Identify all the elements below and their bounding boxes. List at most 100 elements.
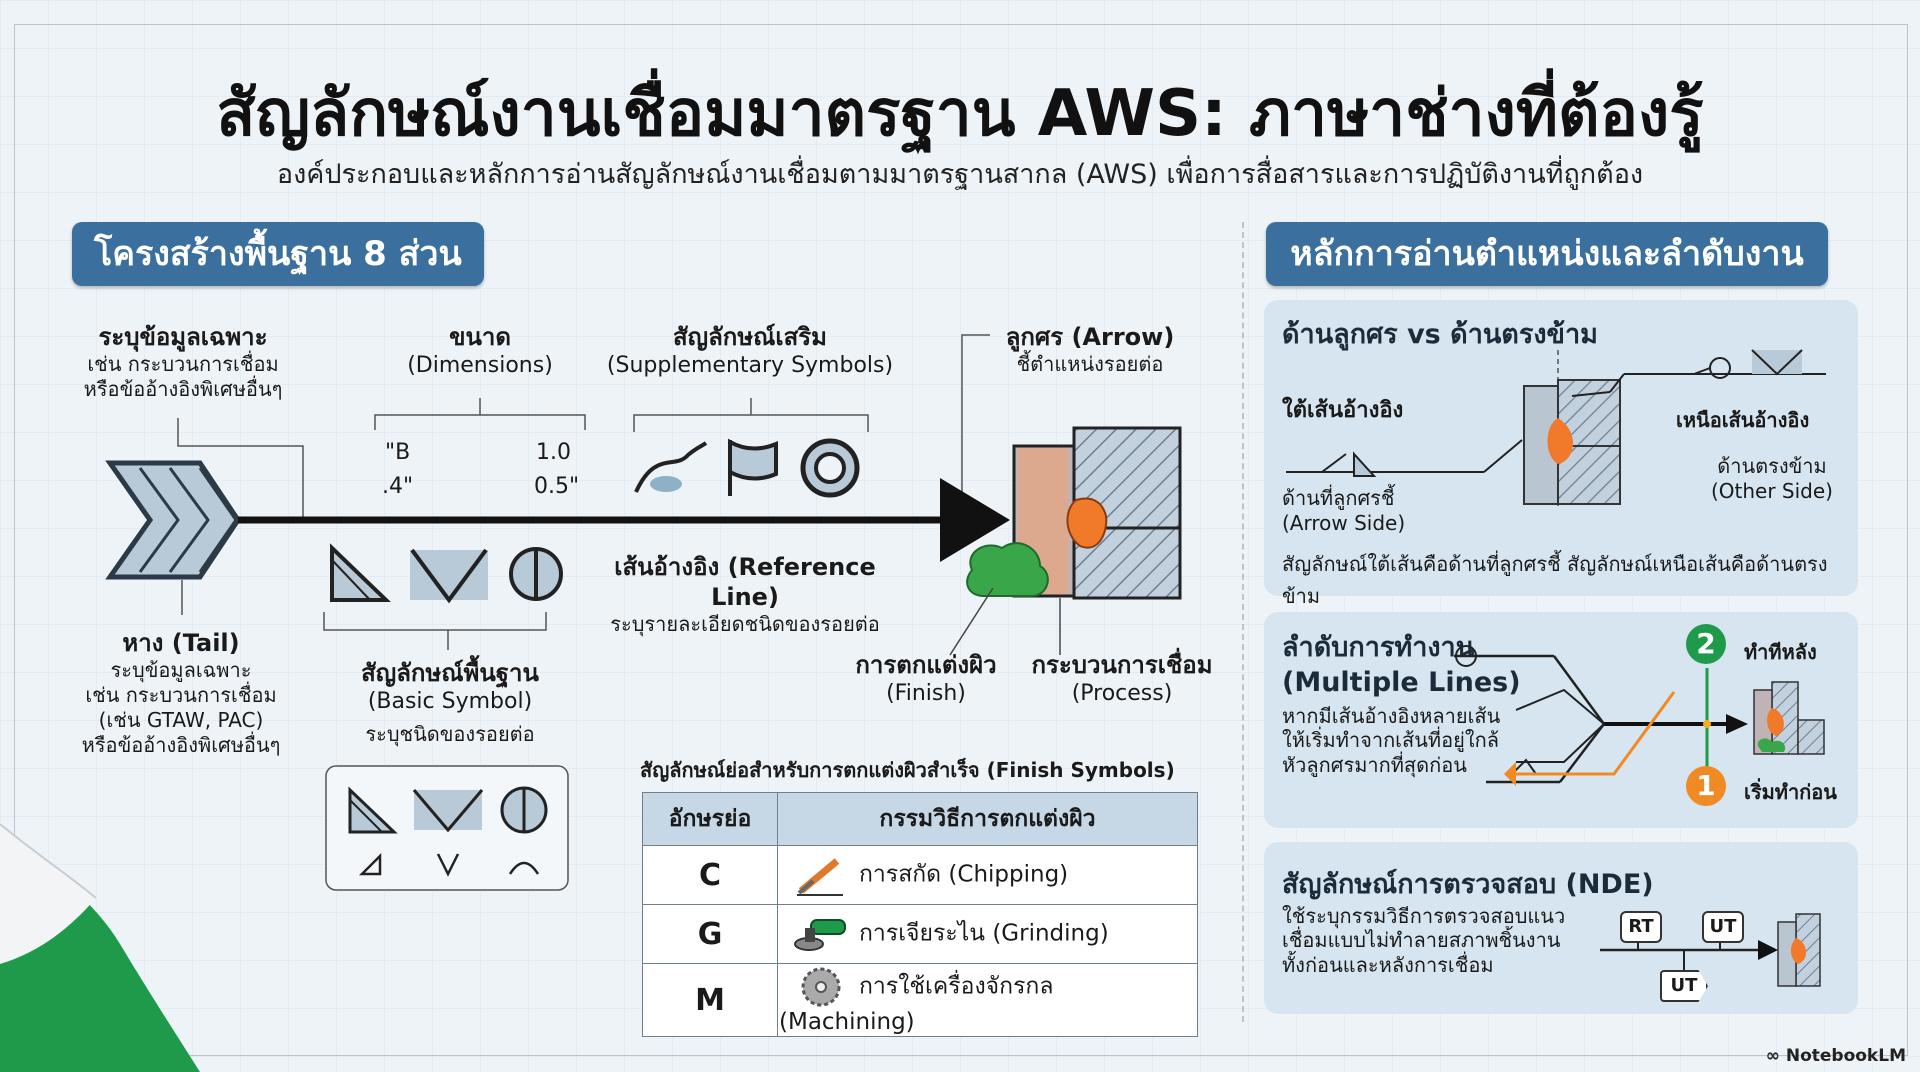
brand-name: NotebookLM: [1785, 1046, 1906, 1066]
supplementary-symbols: [634, 438, 860, 498]
basic-symbol-title: สัญลักษณ์พื้นฐาน: [361, 659, 539, 687]
supplementary-label: สัญลักษณ์เสริม (Supplementary Symbols): [600, 322, 900, 380]
card2-line2: ให้เริ่มทำจากเส้นที่อยู่ใกล้: [1282, 728, 1499, 753]
other-side-en: (Other Side): [1710, 479, 1833, 503]
section-divider: [1242, 222, 1244, 1022]
process-title: กระบวนการเชื่อม: [1031, 651, 1213, 679]
card2-line1: หากมีเส้นอ้างอิงหลายเส้น: [1282, 704, 1501, 728]
finish-subtitle: (Finish): [886, 681, 966, 706]
nde-tag-rt: RT: [1620, 911, 1662, 943]
page-title: สัญลักษณ์งานเชื่อมมาตรฐาน AWS: ภาษาช่างท…: [216, 77, 1704, 151]
other-side-label: ด้านตรงข้าม (Other Side): [1702, 454, 1842, 504]
step2-badge: 2: [1686, 624, 1726, 664]
finish-method-cell: การใช้เครื่องจักรกล (Machining): [777, 963, 1198, 1037]
supplementary-title: สัญลักษณ์เสริม: [673, 323, 827, 351]
tail-line4: หรือข้ออ้างอิงพิเศษอื่นๆ: [81, 733, 281, 757]
finish-abbr: M: [642, 963, 778, 1037]
arrow-side-en: (Arrow Side): [1282, 511, 1406, 535]
arrow-side-th: ด้านที่ลูกศรชี้: [1282, 486, 1395, 510]
tail-chevron-icon: [105, 460, 242, 580]
weld-symbol-diagram: [105, 334, 1182, 891]
dimensions-subtitle: (Dimensions): [407, 353, 553, 378]
specific-info-line1: เช่น กระบวนการเชื่อม: [87, 352, 279, 376]
step1-badge: 1: [1686, 766, 1726, 806]
finish-abbr: G: [642, 904, 778, 964]
card1-summary: สัญลักษณ์ใต้เส้นคือด้านที่ลูกศรชี้ สัญลั…: [1282, 552, 1828, 608]
above-reference-label: เหนือเส้นอ้างอิง: [1676, 408, 1810, 432]
basic-symbols-on-line: [330, 543, 563, 604]
table-row: C การสกัด (Chipping): [642, 845, 1198, 905]
card3-line3: ทั้งก่อนและหลังการเชื่อม: [1282, 952, 1494, 977]
finish-table-caption: สัญลักษณ์ย่อสำหรับการตกแต่งผิวสำเร็จ (Fi…: [640, 758, 1175, 782]
other-side-th: ด้านตรงข้าม: [1717, 454, 1827, 478]
saw-blade-icon: [801, 967, 841, 1007]
finish-symbols-table: อักษรย่อ กรรมวิธีการตกแต่งผิว C การสกัด …: [642, 792, 1198, 1037]
card3-line2: เชื่อมแบบไม่ทำลายสภาพชิ้นงาน: [1282, 928, 1561, 953]
card-nde-symbols: [1264, 842, 1858, 1014]
finish-method: การสกัด (Chipping): [859, 861, 1069, 888]
specific-info-title: ระบุข้อมูลเฉพาะ: [98, 323, 268, 351]
basic-symbol-label: สัญลักษณ์พื้นฐาน (Basic Symbol) ระบุชนิด…: [330, 658, 570, 747]
card1-title: ด้านลูกศร vs ด้านตรงข้าม: [1282, 319, 1598, 350]
dimension-value-1: "B: [385, 440, 411, 465]
section-heading-reading: หลักการอ่านตำแหน่งและลำดับงาน: [1266, 222, 1828, 286]
specific-info-line2: หรือข้ออ้างอิงพิเศษอื่นๆ: [83, 377, 283, 401]
page-subtitle: องค์ประกอบและหลักการอ่านสัญลักษณ์งานเชื่…: [276, 159, 1644, 190]
brand-icon: ∞: [1765, 1046, 1780, 1066]
finish-method-cell: การเจียระไน (Grinding): [777, 904, 1198, 964]
page-curl-decoration: [0, 824, 200, 1072]
tail-line1: ระบุข้อมูลเฉพาะ: [110, 658, 252, 682]
chisel-icon: [797, 858, 843, 896]
brand-footer: ∞ NotebookLM: [1766, 1046, 1906, 1066]
nde-tag-ut-bottom: UT: [1660, 970, 1708, 1002]
process-subtitle: (Process): [1071, 681, 1173, 706]
card2-title: ลำดับการทำงาน: [1282, 632, 1475, 663]
dimension-value-2: 1.0: [536, 440, 571, 465]
card2-title-en: (Multiple Lines): [1282, 667, 1521, 699]
grinder-icon: [794, 919, 846, 951]
nde-tag-ut-top: UT: [1702, 911, 1744, 943]
basic-symbol-desc: ระบุชนิดของรอยต่อ: [365, 721, 535, 746]
table-row: M การใช้เครื่องจักรกล (Machining): [642, 963, 1198, 1037]
card3-line1: ใช้ระบุกรรมวิธีการตรวจสอบแนว: [1282, 904, 1566, 928]
tail-line2: เช่น กระบวนการเชื่อม: [85, 683, 277, 707]
tail-title: หาง (Tail): [122, 629, 240, 657]
process-label: กระบวนการเชื่อม (Process): [1022, 650, 1222, 708]
reference-line-desc: ระบุรายละเอียดชนิดของรอยต่อ: [610, 612, 880, 636]
finish-header-abbr: อักษรย่อ: [642, 792, 778, 846]
section-heading-structure: โครงสร้างพื้นฐาน 8 ส่วน: [72, 222, 484, 286]
specific-info-label: ระบุข้อมูลเฉพาะ เช่น กระบวนการเชื่อม หรื…: [58, 322, 308, 402]
arrow-label: ลูกศร (Arrow) ชี้ตำแหน่งรอยต่อ: [980, 322, 1200, 377]
reference-line-label: เส้นอ้างอิง (Reference Line) ระบุรายละเอ…: [585, 552, 905, 637]
dimensions-title: ขนาด: [449, 323, 511, 351]
card2-diagram: [1454, 645, 1825, 786]
reference-line-title: เส้นอ้างอิง (Reference Line): [614, 553, 876, 611]
tail-label: หาง (Tail) ระบุข้อมูลเฉพาะ เช่น กระบวนกา…: [56, 628, 306, 758]
card2-desc: หากมีเส้นอ้างอิงหลายเส้น ให้เริ่มทำจากเส…: [1282, 704, 1500, 777]
card3-title: สัญลักษณ์การตรวจสอบ (NDE): [1282, 869, 1654, 900]
table-row: G การเจียระไน (Grinding): [642, 904, 1198, 964]
card1-diagram: [1286, 349, 1826, 506]
finish-abbr: C: [642, 845, 778, 905]
arrow-title: ลูกศร (Arrow): [1005, 323, 1175, 351]
card3-desc: ใช้ระบุกรรมวิธีการตรวจสอบแนว เชื่อมแบบไม…: [1282, 904, 1565, 977]
tail-line3: (เช่น GTAW, PAC): [98, 708, 264, 732]
finish-method-cell: การสกัด (Chipping): [777, 845, 1198, 905]
dimensions-label: ขนาด (Dimensions): [380, 322, 580, 380]
dimension-value-4: 0.5": [534, 474, 580, 499]
finish-label: การตกแต่งผิว (Finish): [836, 650, 1016, 708]
page-frame: [14, 24, 1908, 1056]
below-reference-label: ใต้เส้นอ้างอิง: [1282, 398, 1404, 423]
arrow-side-label: ด้านที่ลูกศรชี้ (Arrow Side): [1282, 486, 1405, 536]
basic-symbol-subtitle: (Basic Symbol): [367, 689, 533, 714]
card2-line3: หัวลูกศรมากที่สุดก่อน: [1282, 752, 1467, 777]
basic-symbols-legend: [348, 786, 548, 877]
weld-joint-illustration: [966, 426, 1182, 600]
finish-header-method: กรรมวิธีการตกแต่งผิว: [777, 792, 1198, 846]
card2-title-block: ลำดับการทำงาน (Multiple Lines): [1282, 630, 1521, 700]
dimension-value-3: .4": [382, 474, 414, 499]
finish-method: การเจียระไน (Grinding): [859, 920, 1109, 947]
finish-title: การตกแต่งผิว: [855, 651, 997, 679]
supplementary-subtitle: (Supplementary Symbols): [606, 353, 894, 378]
finish-method: การใช้เครื่องจักรกล (Machining): [779, 973, 1054, 1036]
